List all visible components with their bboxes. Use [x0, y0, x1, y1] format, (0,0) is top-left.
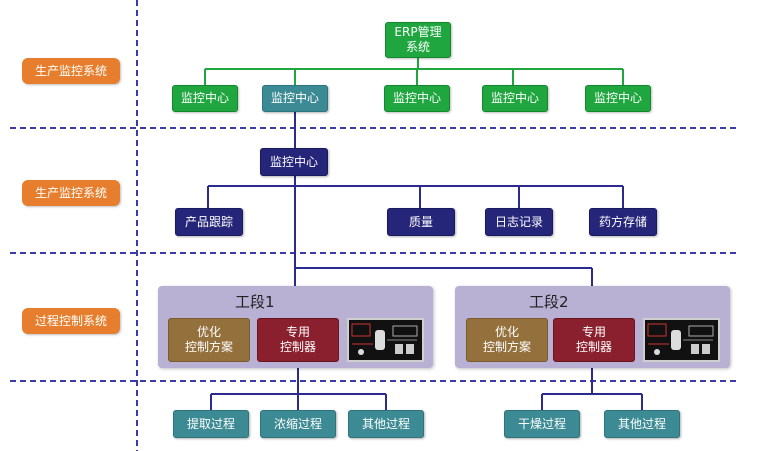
optimize-control-plan-1: 优化 控制方案: [168, 318, 250, 362]
hmi-screen-1: [347, 318, 424, 362]
module-log-recording: 日志记录: [485, 208, 553, 236]
monitor-center-node: 监控中心: [172, 85, 238, 112]
process-extraction: 提取过程: [173, 410, 249, 438]
process-other-2: 其他过程: [604, 410, 680, 438]
hmi-screen-2: [643, 318, 720, 362]
layer-label-process-control: 过程控制系统: [22, 308, 120, 334]
layer-label-production-monitoring-2: 生产监控系统: [22, 180, 120, 206]
mid-monitor-center-node: 监控中心: [260, 148, 328, 176]
module-quality: 质量: [387, 208, 455, 236]
monitor-center-node: 监控中心: [585, 85, 651, 112]
monitor-center-node: 监控中心: [384, 85, 450, 112]
section-title-2: 工段2: [529, 293, 569, 311]
dedicated-controller-1: 专用 控制器: [257, 318, 339, 362]
hmi-schematic-icon: [351, 323, 418, 355]
process-concentration: 浓缩过程: [260, 410, 336, 438]
optimize-control-plan-2: 优化 控制方案: [466, 318, 548, 362]
process-drying: 干燥过程: [504, 410, 580, 438]
dedicated-controller-2: 专用 控制器: [553, 318, 635, 362]
erp-system-node: ERP管理 系统: [385, 22, 451, 58]
process-other-1: 其他过程: [348, 410, 424, 438]
monitor-center-node: 监控中心: [482, 85, 548, 112]
module-recipe-storage: 药方存储: [589, 208, 657, 236]
monitor-center-node-selected: 监控中心: [262, 85, 328, 112]
section-title-1: 工段1: [235, 293, 275, 311]
module-product-tracking: 产品跟踪: [175, 208, 243, 236]
hmi-schematic-icon: [647, 323, 714, 355]
layer-label-production-monitoring: 生产监控系统: [22, 58, 120, 84]
